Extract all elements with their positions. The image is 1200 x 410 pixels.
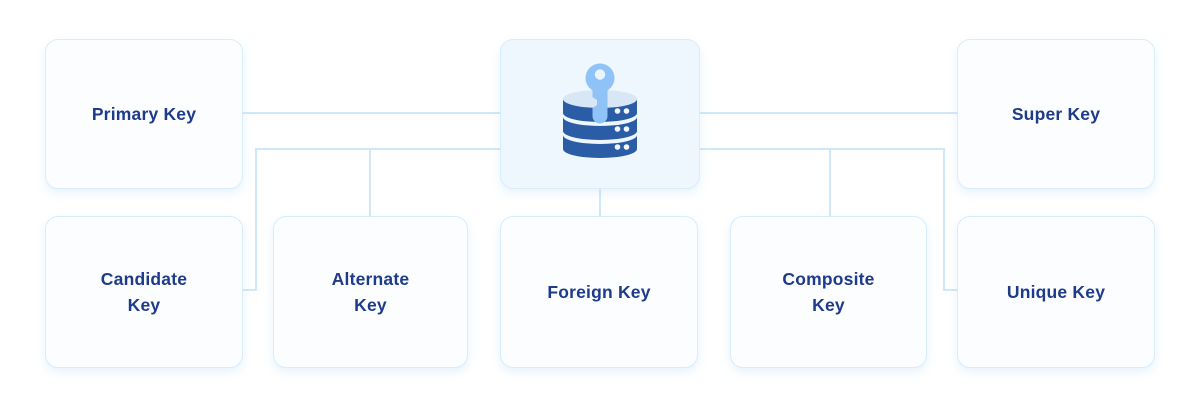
database-band-middle xyxy=(563,117,637,140)
database-band-bottom xyxy=(563,135,637,158)
connector-drop-candidate xyxy=(255,148,257,291)
db-dot xyxy=(623,108,630,114)
node-label-candidate-key: Candidate Key xyxy=(100,268,188,315)
connector-primary-to-center xyxy=(243,112,501,114)
node-foreign-key: Foreign Key xyxy=(500,216,698,368)
node-primary-key: Primary Key xyxy=(45,39,243,189)
key-shaft xyxy=(592,86,608,124)
node-label-super-key: Super Key xyxy=(1011,103,1101,124)
node-label-alternate-key: Alternate Key xyxy=(331,268,410,315)
connector-drop-foreign xyxy=(599,188,601,217)
node-label-unique-key: Unique Key xyxy=(1006,281,1106,302)
connector-bus-right xyxy=(699,148,945,150)
node-alternate-key: Alternate Key xyxy=(273,216,468,368)
database-key-icon xyxy=(563,63,637,158)
connector-elbow-unique xyxy=(943,289,958,291)
node-label-primary-key: Primary Key xyxy=(91,103,197,124)
db-dot xyxy=(614,108,621,114)
connector-drop-unique xyxy=(943,148,945,291)
node-candidate-key: Candidate Key xyxy=(45,216,243,368)
connector-elbow-candidate xyxy=(243,289,257,291)
connector-center-to-super xyxy=(699,112,958,114)
connector-bus-left xyxy=(255,148,501,150)
node-unique-key: Unique Key xyxy=(957,216,1155,368)
db-dot xyxy=(623,144,630,150)
db-dot xyxy=(623,126,630,132)
connector-drop-composite xyxy=(829,148,831,217)
key-hole xyxy=(594,69,606,80)
db-dot xyxy=(614,126,621,132)
node-label-composite-key: Composite Key xyxy=(782,268,875,315)
node-label-foreign-key: Foreign Key xyxy=(547,281,651,302)
node-database-center xyxy=(500,39,700,189)
connector-drop-alternate xyxy=(369,148,371,217)
node-super-key: Super Key xyxy=(957,39,1155,189)
node-composite-key: Composite Key xyxy=(730,216,927,368)
db-dot xyxy=(614,144,621,150)
